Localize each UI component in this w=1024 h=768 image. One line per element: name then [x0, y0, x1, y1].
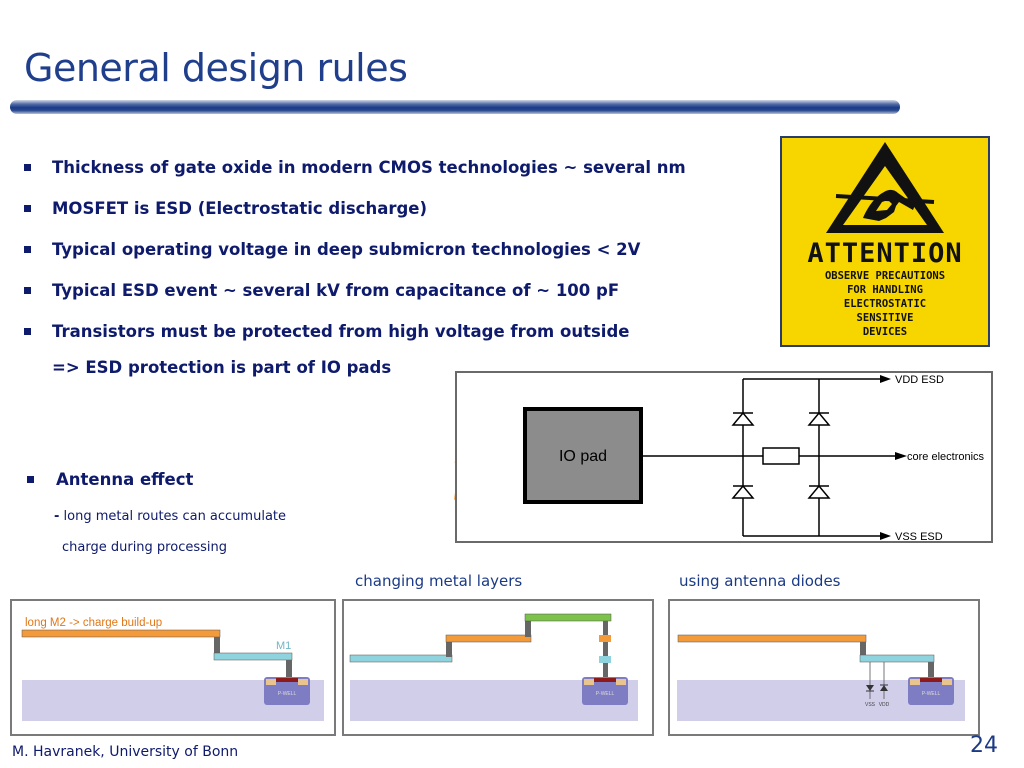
esd-conclusion: => ESD protection is part of IO pads — [52, 358, 392, 377]
vdd-diode-label: VDD — [879, 702, 890, 708]
caption-changing-metal-layers: changing metal layers — [355, 572, 523, 590]
antenna-dash: - — [54, 509, 60, 524]
vss-diode-label: VSS — [865, 702, 876, 708]
bullet-list: Thickness of gate oxide in modern CMOS t… — [22, 154, 686, 359]
bullet-square-icon — [27, 475, 34, 483]
diode-icon — [807, 484, 831, 499]
bullet-item: Typical ESD event ~ several kV from capa… — [22, 277, 686, 318]
bullet-square-icon — [24, 205, 31, 212]
caption-antenna-diodes: using antenna diodes — [679, 572, 841, 590]
esd-protection-schematic: IO pad VDD ESD core electronics VSS ESD — [455, 371, 993, 543]
antenna-diode-icon — [880, 684, 888, 691]
bullet-square-icon — [24, 164, 31, 171]
antenna-diode-icon — [866, 685, 874, 692]
antenna-description-line2: charge during processing — [62, 540, 227, 555]
bullet-item: Typical operating voltage in deep submic… — [22, 236, 686, 277]
bullet-text: Typical ESD event ~ several kV from capa… — [52, 281, 620, 300]
antenna-heading-text: Antenna effect — [56, 470, 194, 489]
io-pad-box — [523, 407, 643, 504]
metal-m1-route — [859, 654, 935, 663]
antenna-effect-heading: Antenna effect — [25, 470, 193, 489]
antenna-description-text1: long metal routes can accumulate — [59, 509, 287, 524]
sign-headline: ATTENTION — [807, 238, 963, 269]
bullet-item: MOSFET is ESD (Electrostatic discharge) — [22, 195, 686, 236]
antenna-problem-panel: P-WELL long M2 -> charge build-up M1 — [10, 599, 336, 736]
antenna-description-line1: - long metal routes can accumulate — [54, 509, 286, 524]
antenna-diodes-panel: VSS VDD P-WELL — [668, 599, 980, 736]
resistor-icon — [762, 447, 800, 465]
io-pad-label: IO pad — [559, 448, 607, 465]
metal-m2-route — [21, 629, 221, 638]
bullet-text: Typical operating voltage in deep submic… — [52, 240, 641, 259]
sign-line: DEVICES — [862, 326, 908, 338]
sign-line: SENSITIVE — [856, 312, 914, 324]
title-underline-bar — [10, 100, 900, 114]
core-electronics-label: core electronics — [907, 451, 985, 463]
bullet-text: MOSFET is ESD (Electrostatic discharge) — [52, 199, 428, 218]
sign-line: FOR HANDLING — [847, 284, 923, 296]
metal-m1-route — [213, 652, 293, 661]
bullet-text: Transistors must be protected from high … — [52, 322, 630, 341]
charge-buildup-annotation: long M2 -> charge build-up — [25, 617, 162, 629]
m1-label: M1 — [276, 640, 291, 652]
bullet-square-icon — [24, 328, 31, 335]
vss-esd-label: VSS ESD — [895, 531, 943, 543]
sign-line: ELECTROSTATIC — [843, 298, 927, 310]
p-well-label: P-WELL — [922, 691, 941, 697]
bullet-item: Transistors must be protected from high … — [22, 318, 686, 359]
p-well-label: P-WELL — [596, 691, 615, 697]
metal-m2-route — [445, 634, 532, 643]
sign-line: OBSERVE PRECAUTIONS — [824, 270, 946, 282]
metal-m2-route — [677, 634, 867, 643]
slide-title: General design rules — [24, 46, 408, 90]
vdd-esd-label: VDD ESD — [895, 374, 944, 386]
changing-metal-layers-panel: P-WELL — [342, 599, 654, 736]
diode-icon — [731, 484, 755, 499]
footer-author: M. Havranek, University of Bonn — [12, 744, 239, 760]
p-well-label: P-WELL — [278, 691, 297, 697]
page-number: 24 — [970, 733, 998, 758]
diode-icon — [807, 411, 831, 426]
metal-m1-route — [349, 654, 453, 663]
esd-hand-triangle-icon — [826, 142, 944, 233]
bullet-text: Thickness of gate oxide in modern CMOS t… — [52, 158, 686, 177]
bullet-item: Thickness of gate oxide in modern CMOS t… — [22, 154, 686, 195]
diode-icon — [731, 411, 755, 426]
bullet-square-icon — [24, 287, 31, 294]
esd-warning-sign: ATTENTION OBSERVE PRECAUTIONS FOR HANDLI… — [780, 136, 990, 347]
metal-m3-route — [524, 613, 612, 622]
bullet-square-icon — [24, 246, 31, 253]
